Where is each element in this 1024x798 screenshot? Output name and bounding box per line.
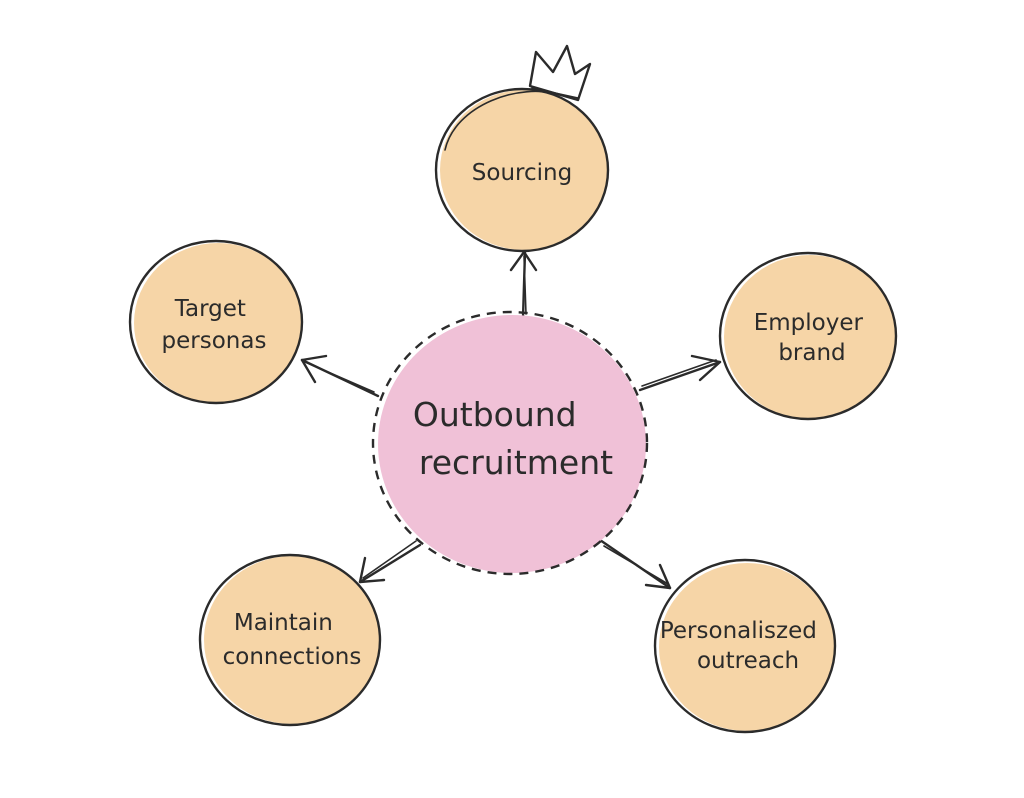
center-label: Outbound recruitment: [413, 395, 613, 482]
employer-brand-line-1: Employer: [754, 310, 864, 336]
arrow-to-maintain-connections: [358, 540, 422, 584]
arrow-to-target-personas: [300, 354, 380, 398]
employer-brand-label: Employer brand: [754, 310, 871, 366]
center-node: Outbound recruitment: [371, 310, 649, 576]
node-target-personas: Target personas: [128, 239, 304, 405]
node-personalized-outreach: Personaliszed outreach: [653, 558, 837, 734]
center-label-line-2: recruitment: [419, 443, 613, 482]
personalized-outreach-line-1: Personaliszed: [660, 618, 817, 644]
personalized-outreach-label: Personaliszed outreach: [660, 618, 824, 674]
target-personas-label: Target personas: [162, 296, 267, 354]
maintain-connections-line-2: connections: [223, 644, 362, 670]
target-personas-line-2: personas: [162, 328, 267, 354]
arrow-to-sourcing: [509, 250, 538, 320]
center-label-line-1: Outbound: [413, 395, 577, 434]
target-personas-line-1: Target: [174, 296, 246, 322]
node-employer-brand: Employer brand: [718, 251, 898, 421]
arrow-to-employer-brand: [638, 354, 722, 392]
sourcing-label: Sourcing: [472, 160, 572, 186]
maintain-connections-line-1: Maintain: [234, 610, 333, 636]
node-maintain-connections: Maintain connections: [198, 553, 382, 727]
personalized-outreach-line-2: outreach: [697, 648, 799, 674]
connector-arrows: [300, 250, 722, 590]
maintain-connections-label: Maintain connections: [223, 610, 362, 670]
node-sourcing: Sourcing: [434, 87, 610, 253]
crown-icon: [528, 44, 592, 102]
arrow-to-personalized-outreach: [598, 538, 672, 590]
employer-brand-line-2: brand: [778, 340, 845, 366]
